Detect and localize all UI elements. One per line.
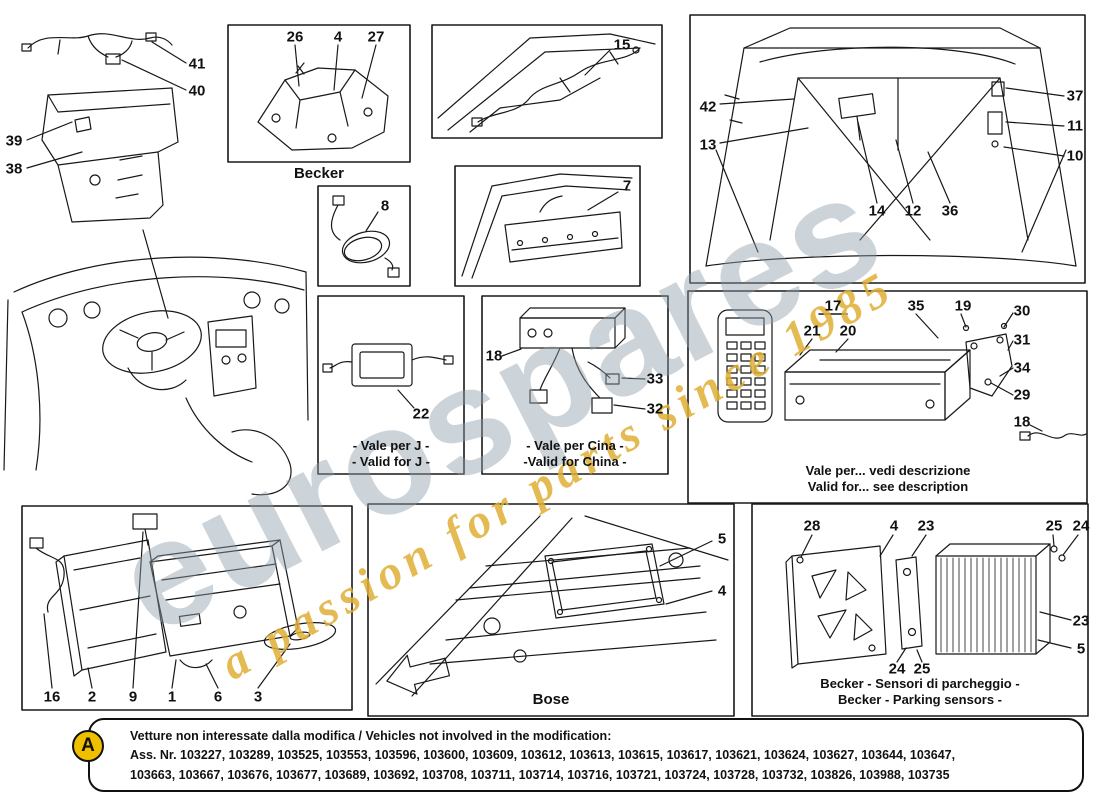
callout-24: 24 <box>1072 517 1090 535</box>
callout-28: 28 <box>803 517 821 535</box>
callout-11: 11 <box>1067 117 1083 135</box>
panel-parking <box>751 503 1089 717</box>
callout-12: 12 <box>904 202 922 220</box>
panel-label-validchina-it: - Vale per Cina - <box>526 438 624 453</box>
callout-25: 25 <box>1045 517 1063 535</box>
panel-borders <box>21 14 1089 717</box>
callout-30: 30 <box>1013 302 1031 320</box>
panel-cable-coil <box>317 185 411 287</box>
panel-dash-unit <box>454 165 641 287</box>
callout-23b: 23 <box>1072 612 1090 630</box>
callout-5: 5 <box>717 530 727 548</box>
callout-23: 23 <box>917 517 935 535</box>
footer-badge: A <box>72 730 104 762</box>
cable-coil-sketch <box>330 195 400 278</box>
dashboard-sketch <box>3 229 309 496</box>
callout-21: 21 <box>803 322 821 340</box>
callout-2: 2 <box>87 688 97 706</box>
callout-33: 33 <box>646 370 664 388</box>
callout-42: 42 <box>699 98 717 116</box>
footer-title: Vetture non interessate dalla modifica /… <box>130 729 612 743</box>
callout-1: 1 <box>167 688 177 706</box>
panel-becker-bracket <box>227 24 411 163</box>
callout-9: 9 <box>128 688 138 706</box>
callout-16: 16 <box>43 688 61 706</box>
callout-7: 7 <box>622 177 632 195</box>
callout-39: 39 <box>5 132 23 150</box>
becker-bracket-sketch <box>257 44 389 151</box>
panel-label-parking-it: Becker - Sensori di parcheggio - <box>820 676 1020 691</box>
callout-15: 15 <box>613 36 631 54</box>
footer-serials-line2: 103663, 103667, 103676, 103677, 103689, … <box>130 767 950 782</box>
panel-label-validdesc-en: Valid for... see description <box>807 479 969 494</box>
panel-head-unit <box>21 505 353 711</box>
callout-20: 20 <box>839 322 857 340</box>
callout-36: 36 <box>941 202 959 220</box>
callout-27: 27 <box>367 28 385 46</box>
callout-17: 17 <box>824 297 842 315</box>
panel-hood <box>689 14 1086 284</box>
panel-bose <box>367 503 735 717</box>
callout-3: 3 <box>253 688 263 706</box>
panel-trunk-cable <box>431 24 663 139</box>
harness-sketch <box>21 32 187 223</box>
panel-valid-j <box>317 295 465 475</box>
footer-serials-line1: Ass. Nr. 103227, 103289, 103525, 103553,… <box>130 748 956 763</box>
valid-j-sketch <box>322 343 454 409</box>
panel-label-validdesc-it: Vale per... vedi descrizione <box>805 463 971 478</box>
callout-38: 38 <box>5 160 23 178</box>
callout-24b: 24 <box>888 660 906 678</box>
callout-19: 19 <box>954 297 972 315</box>
valid-desc-sketch <box>717 309 1087 441</box>
valid-china-sketch <box>501 307 646 414</box>
panel-label-validchina-en: -Valid for China - <box>523 454 627 469</box>
head-unit-sketch <box>29 513 337 689</box>
callout-6: 6 <box>213 688 223 706</box>
dash-unit-sketch <box>461 173 633 279</box>
callout-5b: 5 <box>1076 640 1086 658</box>
callout-4c: 4 <box>889 517 899 535</box>
callout-22: 22 <box>412 405 430 423</box>
callout-29: 29 <box>1013 386 1031 404</box>
panel-label-becker: Becker <box>293 165 345 182</box>
callout-32: 32 <box>646 400 664 418</box>
callout-40: 40 <box>188 82 206 100</box>
callout-26: 26 <box>286 28 304 46</box>
hood-sketch <box>705 27 1077 267</box>
callout-34: 34 <box>1013 359 1031 377</box>
panel-valid-china <box>481 295 669 475</box>
trunk-cable-sketch <box>437 33 656 133</box>
panel-valid-desc <box>687 290 1088 504</box>
callout-8: 8 <box>380 197 390 215</box>
parking-sketch <box>785 534 1079 669</box>
panel-label-bose: Bose <box>532 691 570 708</box>
callout-18b: 18 <box>1013 413 1031 431</box>
panel-label-validj-it: - Vale per J - <box>352 438 430 453</box>
callout-31: 31 <box>1013 331 1031 349</box>
callout-18: 18 <box>485 347 503 365</box>
callout-37: 37 <box>1066 87 1084 105</box>
callout-25b: 25 <box>913 660 931 678</box>
callout-14: 14 <box>868 202 886 220</box>
direction-arrow-icon <box>386 654 451 695</box>
panel-label-parking-en: Becker - Parking sensors - <box>837 692 1003 707</box>
callout-35: 35 <box>907 297 925 315</box>
footer-note-box: Vetture non interessate dalla modifica /… <box>88 718 1084 792</box>
callout-4b: 4 <box>717 582 727 600</box>
callout-4: 4 <box>333 28 343 46</box>
callout-41: 41 <box>188 55 206 73</box>
callout-10: 10 <box>1066 147 1084 165</box>
panel-label-validj-en: - Valid for J - <box>351 454 431 469</box>
callout-13: 13 <box>699 136 717 154</box>
bose-sketch <box>375 515 729 697</box>
